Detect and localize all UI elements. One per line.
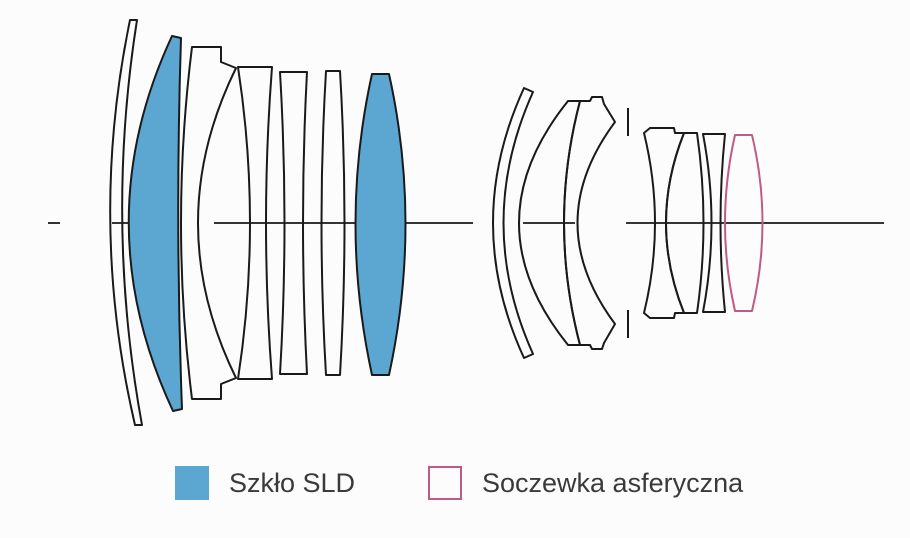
legend-item-aspherical: Soczewka asferyczna [428,466,743,500]
lens-element-6 [320,70,346,376]
aspherical-lens-element [724,134,764,312]
lens-element-13 [702,133,726,313]
legend: Szkło SLD Soczewka asferyczna [0,466,910,506]
sld-lens-element-1 [127,35,183,412]
legend-label-sld: Szkło SLD [229,467,356,498]
legend-item-sld: Szkło SLD [175,466,355,500]
legend-label-aspherical: Soczewka asferyczna [482,467,744,498]
lens-element-5 [279,71,308,375]
lens-element-12 [665,132,705,314]
lens-element-10 [563,96,616,350]
lens-element-8 [492,87,534,359]
lens-element-3 [180,46,237,400]
sld-swatch [175,466,209,500]
sld-lens-element-2 [354,73,407,376]
lens-element-4 [237,66,273,380]
lens-element-1 [109,19,143,426]
aspherical-swatch [428,466,462,500]
